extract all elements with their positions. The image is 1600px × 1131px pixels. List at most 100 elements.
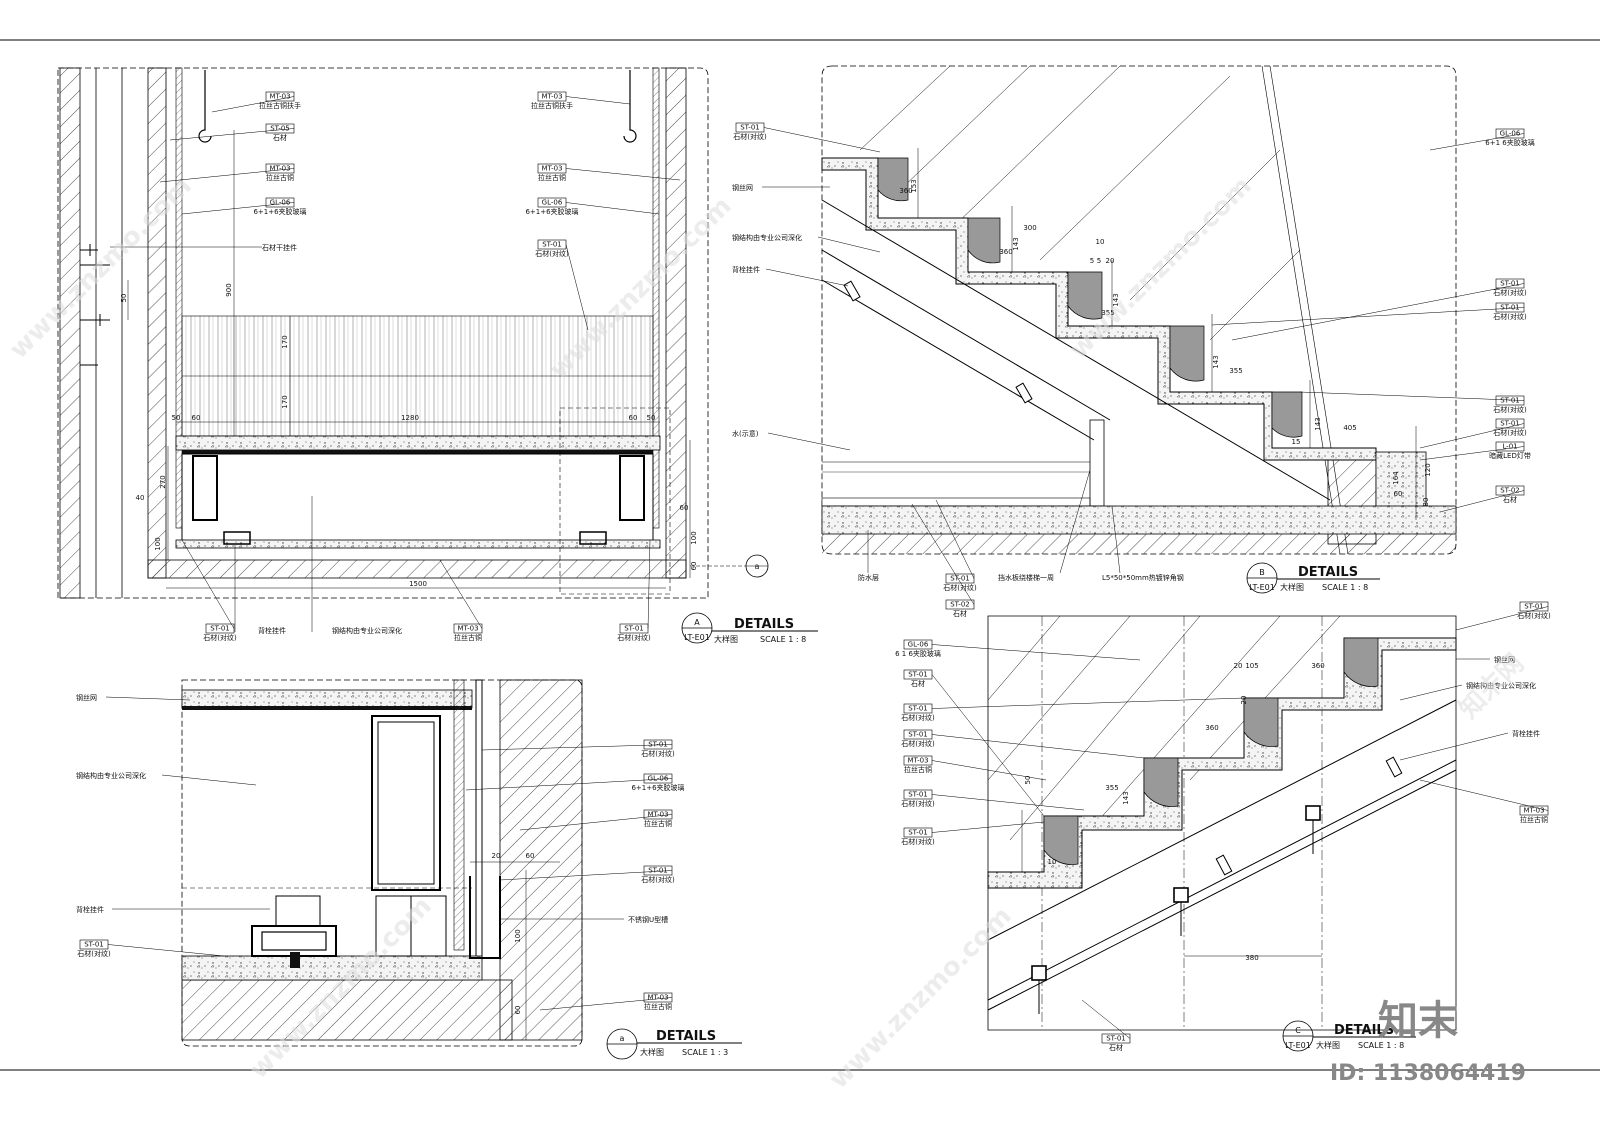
tag-leader [931,674,1045,817]
dimension-value: 360 [1205,724,1218,732]
tag-leader [565,202,660,215]
tag-leader [911,503,975,605]
title-a-subtitle: 大样图 [714,634,738,644]
tag-desc: 石材 [1503,495,1517,504]
tag-desc: 石材 [911,679,925,688]
tag-leader [931,760,1047,781]
tag-desc: 拉丝古铜 [1520,815,1548,824]
tag-code: L-01 [1502,443,1517,451]
tag-code: ST-01 [542,241,562,249]
tag-leader [169,128,295,141]
tag-code: ST-01 [648,867,668,875]
dimension-value: 60 [1394,490,1403,498]
dimension-value: 100 [154,537,162,550]
tag-code: MT-03 [541,93,562,101]
tag-code: GL-06 [542,199,563,207]
tag-leader [107,944,225,957]
tag-leader [565,168,681,181]
note-back-bolt: 背栓挂件 [258,626,286,635]
tag-leader [1439,490,1525,513]
tag-desc: 拉丝古铜 [904,765,932,774]
tag-leader [159,168,295,183]
dimension-value: 1280 [401,414,419,422]
tag-code: GL-06 [908,641,929,649]
note-b-angle-steel: L5*50*50mm热镀锌角钢 [1102,573,1184,582]
title-b-id: B [1259,568,1265,577]
tag-desc: 石材 [1109,1043,1123,1052]
tag-leader [647,539,651,629]
tag-desc: 6+1 6夹胶玻璃 [1485,138,1534,147]
tag-code: MT-03 [647,811,668,819]
dimension-value: 105 [1245,662,1258,670]
dimension-value: 60 [526,852,535,860]
panel-a-detail-section [181,679,583,1047]
panel-a-detail-notes: 钢丝网 钢结构由专业公司深化 背栓挂件 不锈钢U型槽 [76,693,668,924]
dimension-value: 143 [1012,237,1020,250]
tag-desc: 石材(对纹) [77,949,111,958]
image-id: ID: 1138064419 [1330,1061,1526,1086]
dimension-value: 80 [1422,498,1430,507]
tag-leader [1419,423,1525,449]
tag-desc: 6+1+6夹胶玻璃 [631,783,684,792]
note-c-steel-mesh: 钢丝网 [1494,655,1515,664]
title-block-a: A LT-E01 DETAILS 大样图 SCALE 1 : 8 [681,612,818,644]
tag-code: ST-01 [1524,603,1544,611]
material-tag: GL-066+1+6夹胶玻璃 [525,197,660,216]
dimension-value: 100 [514,929,522,942]
tag-desc: 拉丝古铜扶手 [259,101,301,110]
tag-leader [931,697,1245,709]
tag-code: MT-03 [647,994,668,1002]
note-ad-u-channel: 不锈钢U型槽 [628,915,668,924]
tag-leader [465,778,673,791]
dimension-value: 355 [1101,309,1114,317]
detail-mark-a: a [755,562,760,571]
note-b-steel-structure: 钢结构由专业公司深化 [732,233,802,242]
dimension-value: 164 [1392,471,1400,485]
tag-code: GL-06 [1500,130,1521,138]
dimension-value: 270 [159,475,167,488]
dimension-value: 50 [120,294,128,303]
logo-mark: 知末 [1378,998,1458,1044]
tag-desc: 拉丝古铜 [538,173,566,182]
dimension-value: 5 [1090,257,1094,265]
tag-leader [1081,999,1131,1039]
tag-desc: 石材(对纹) [1493,405,1527,414]
tag-code: GL-06 [270,199,291,207]
tag-desc: 拉丝古铜扶手 [531,101,573,110]
tag-code: ST-01 [84,941,104,949]
tag-code: ST-01 [1500,304,1520,312]
title-ad-heading: DETAILS [656,1029,716,1044]
title-a-sheet: LT-E01 [684,633,710,642]
tag-code: ST-01 [624,625,644,633]
dimension-value: 360 [899,187,912,195]
tag-desc: 石材(对纹) [901,837,935,846]
tag-desc: 石材(对纹) [617,633,651,642]
tag-code: ST-01 [210,625,230,633]
tag-code: ST-02 [1500,487,1520,495]
dimension-value: 170 [281,395,289,408]
title-a-heading: DETAILS [734,617,794,632]
tag-leader [1419,779,1549,811]
tag-code: ST-05 [270,125,290,133]
title-ad-subtitle: 大样图 [640,1047,664,1057]
tag-code: ST-01 [1106,1035,1126,1043]
dimension-value: 405 [1343,424,1356,432]
tag-leader [763,127,881,153]
tag-leader [181,539,235,629]
tag-desc: 石材(对纹) [203,633,237,642]
dimension-value: 10 [1096,238,1105,246]
